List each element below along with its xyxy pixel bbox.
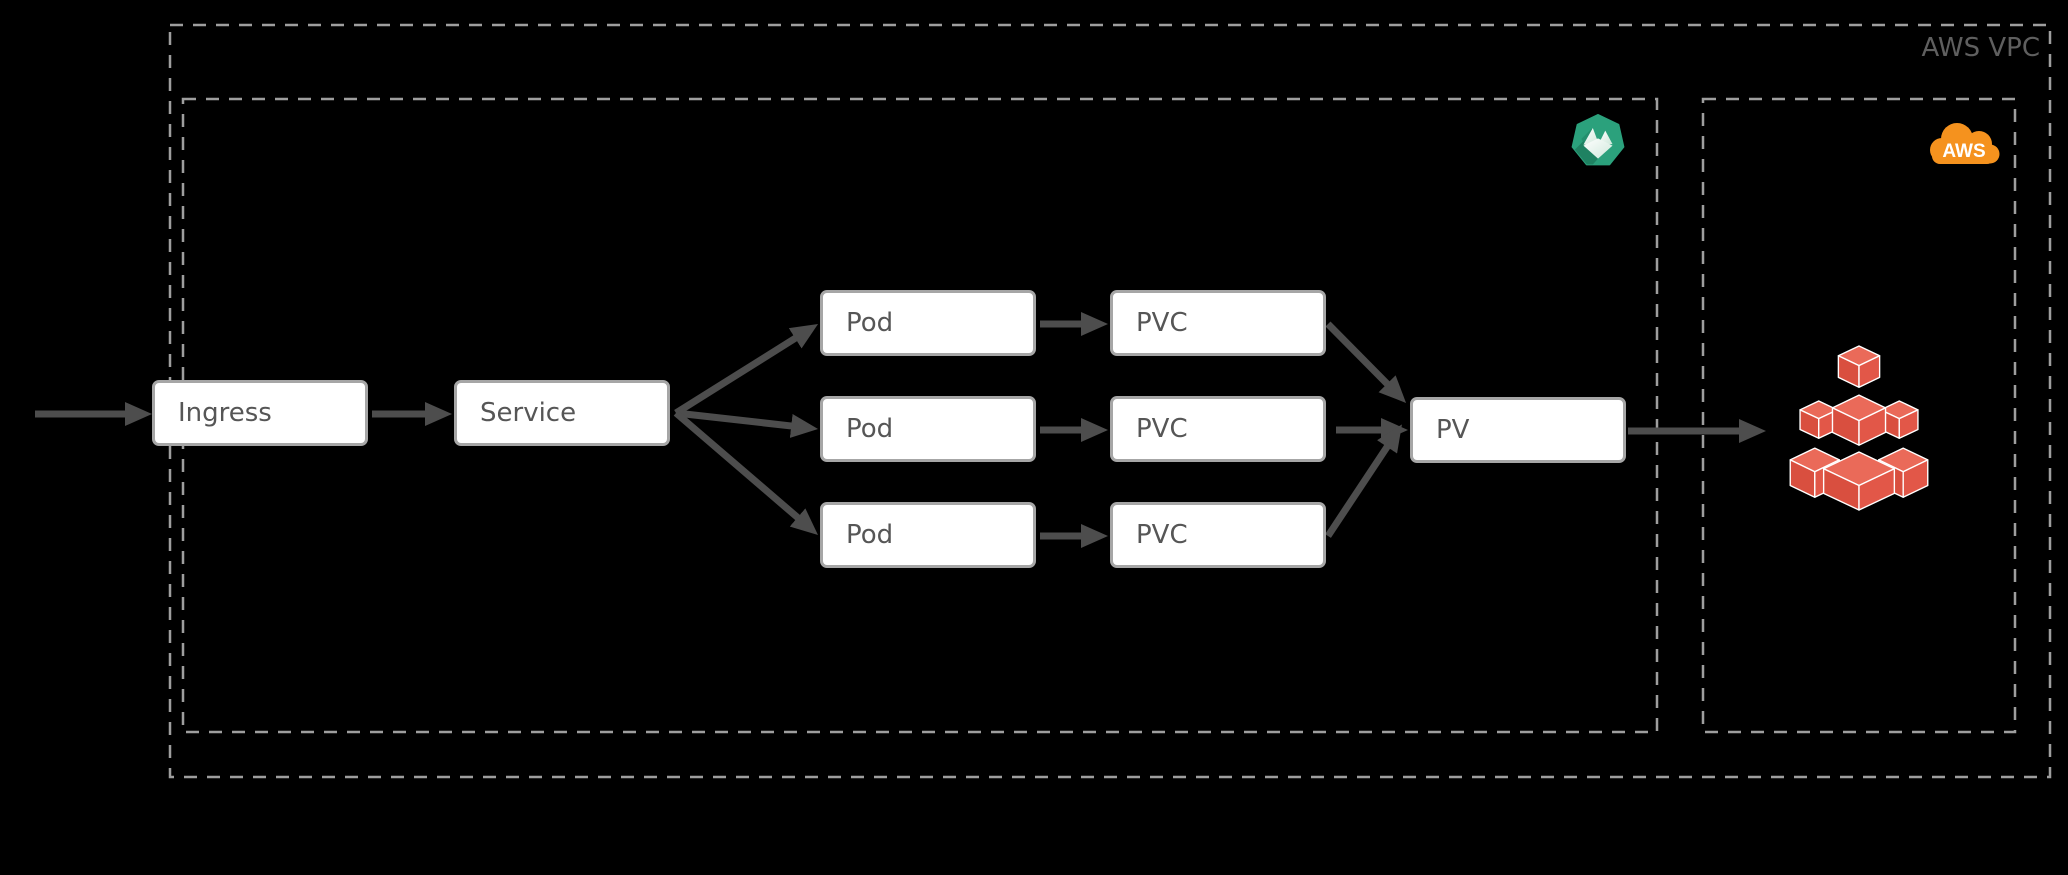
storage-cube-mid-left [1799,400,1839,439]
storage-cube-mid-center [1831,394,1887,446]
node-pvc-1: PVC [1110,290,1326,356]
storage-cube-bottom-center [1822,451,1896,511]
node-service: Service [454,380,670,446]
kubernetes-icon-sails [1583,128,1613,159]
node-pod-1-label: Pod [846,308,894,338]
node-pod-1: Pod [820,290,1036,356]
node-ingress: Ingress [152,380,368,446]
node-pod-2-label: Pod [846,414,894,444]
node-ingress-label: Ingress [178,398,272,428]
storage-cube-top [1837,345,1881,388]
aws-storage-cubes-icon [1789,345,1929,511]
node-pv: PV [1410,397,1626,463]
node-pod-2: Pod [820,396,1036,462]
arrow-pvc-1-to-pv [1325,321,1407,403]
node-service-label: Service [480,398,577,428]
aws-cloud-shape [1930,123,2000,164]
aws-services-boundary [1701,97,2017,734]
node-pod-3: Pod [820,502,1036,568]
kubernetes-icon [1571,114,1625,166]
node-pod-3-label: Pod [846,520,894,550]
arrow-service-to-pod-2 [675,409,819,438]
node-pvc-2-label: PVC [1136,414,1188,444]
node-pvc-2: PVC [1110,396,1326,462]
storage-cube-mid-right [1879,400,1919,439]
arrow-pvc-3-to-pv [1325,424,1402,538]
aws-cloud-text: AWS [1942,141,1985,162]
arrow-service-to-pod-1 [674,323,819,416]
node-pvc-3: PVC [1110,502,1326,568]
aws-cloud-icon: AWS [1930,123,2000,164]
storage-cube-bottom-left [1789,447,1841,498]
node-pvc-3-label: PVC [1136,520,1188,550]
node-pvc-1-label: PVC [1136,308,1188,338]
arrow-service-to-pod-3 [673,410,819,536]
kubernetes-icon-shadow [1572,141,1598,165]
aws-vpc-label: AWS VPC [1921,33,2040,63]
node-pv-label: PV [1436,415,1470,445]
